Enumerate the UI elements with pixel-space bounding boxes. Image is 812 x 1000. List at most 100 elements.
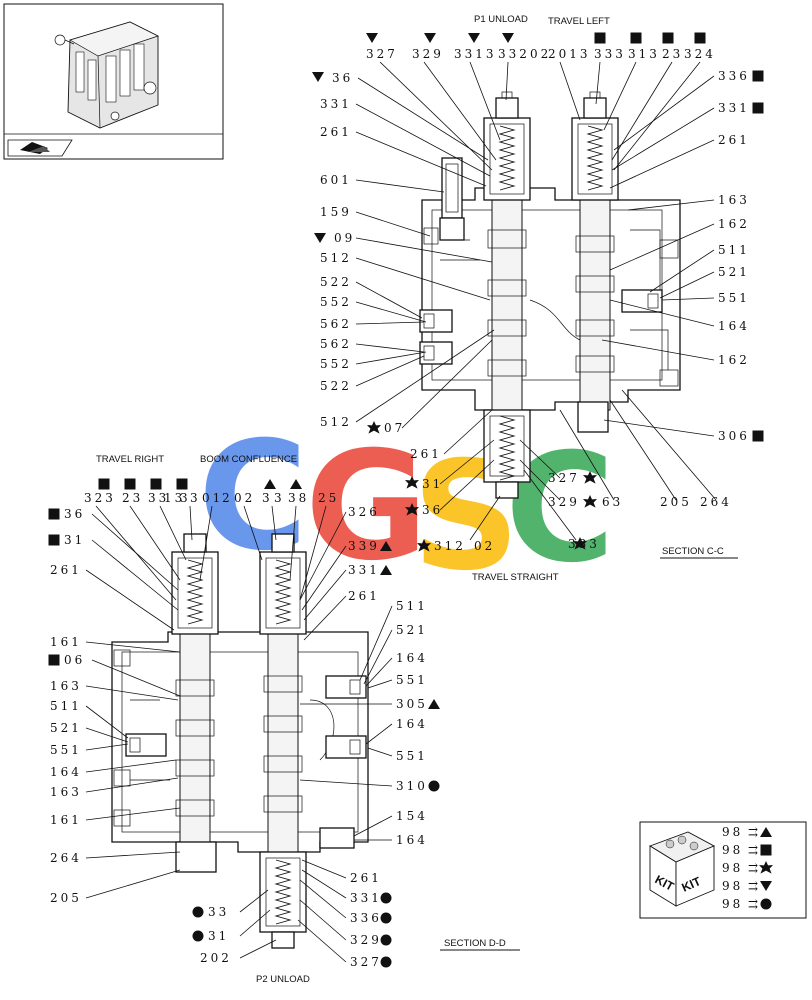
- dd-left-521: 521: [50, 721, 82, 735]
- dd-top-3b: 3: [190, 491, 201, 505]
- dd-right-551a: 551: [396, 673, 428, 687]
- caption-p1-unload: P1 UNLOAD: [474, 14, 528, 25]
- kit-row-2-code: 98: [722, 843, 743, 857]
- cc-top-2013: 2013: [548, 47, 591, 61]
- section-dd-title: SECTION D-D: [444, 938, 506, 949]
- section-cc-labels: P1 UNLOAD TRAVEL LEFT 327 329 3313 332 0…: [312, 14, 764, 583]
- cc-right-336: 336: [718, 69, 750, 83]
- dd-left-161a: 161: [50, 635, 82, 649]
- kit-row-5-code: 98: [722, 897, 743, 911]
- cc-top-02: 02: [530, 47, 551, 61]
- dd-top-23: 23: [122, 491, 143, 505]
- cc-right-162b: 162: [718, 353, 750, 367]
- cc-top-333: 333: [594, 47, 626, 61]
- cc-left-261: 261: [320, 125, 352, 139]
- dd-top-3c: 3: [262, 491, 273, 505]
- cc-bottom-264: 264: [700, 495, 732, 509]
- cc-bottom-312: 312: [434, 539, 466, 553]
- dd-right-164b: 164: [396, 717, 428, 731]
- dd-right-310: 310: [396, 779, 428, 793]
- kit-legend: KIT KIT 98 ⇉ 98 ⇉ 98 ⇉ 98 ⇉ 98 ⇉: [639, 821, 807, 919]
- cc-bottom-327: 327: [548, 471, 580, 485]
- cc-left-09: 09: [334, 231, 355, 245]
- cc-left-512a: 512: [320, 251, 352, 265]
- cc-right-306: 306: [718, 429, 750, 443]
- cc-top-332: 332: [498, 47, 530, 61]
- cc-top-327: 327: [366, 47, 398, 61]
- cc-bottom-205: 205: [660, 495, 692, 509]
- dd-left-31: 31: [64, 533, 85, 547]
- dd-right-202: 202: [200, 951, 232, 965]
- dd-top-13: 13: [164, 491, 185, 505]
- cc-right-162a: 162: [718, 217, 750, 231]
- dd-left-163a: 163: [50, 679, 82, 693]
- thumbnail-panel: [3, 3, 224, 160]
- caption-travel-right: TRAVEL RIGHT: [96, 454, 164, 465]
- caption-travel-straight: TRAVEL STRAIGHT: [472, 572, 559, 583]
- dd-right-154: 154: [396, 809, 428, 823]
- cc-bottom-36: 36: [422, 503, 443, 517]
- kit-row-2-arrow: ⇉: [748, 843, 761, 857]
- caption-boom-confluence: BOOM CONFLUENCE: [200, 454, 297, 465]
- cc-top-313: 313: [628, 47, 660, 61]
- cc-right-164: 164: [718, 319, 750, 333]
- dd-top-33: 33: [148, 491, 169, 505]
- dd-right-511: 511: [396, 599, 428, 613]
- cc-right-551: 551: [718, 291, 750, 305]
- dd-top-323: 323: [84, 491, 116, 505]
- cc-left-562b: 562: [320, 337, 352, 351]
- dd-top-01: 01: [202, 491, 223, 505]
- cc-left-331: 331: [320, 97, 352, 111]
- dd-left-36: 36: [64, 507, 85, 521]
- section-cc-title: SECTION C-C: [662, 546, 724, 557]
- kit-row-4-arrow: ⇉: [748, 879, 761, 893]
- dd-right-331b: 331: [350, 891, 382, 905]
- kit-row-2-square-icon: [760, 844, 772, 856]
- dd-left-163b: 163: [50, 785, 82, 799]
- dd-right-261b: 261: [350, 871, 382, 885]
- cc-left-159: 159: [320, 205, 352, 219]
- dd-right-331a: 331: [348, 563, 380, 577]
- dd-right-329: 329: [350, 933, 382, 947]
- cc-left-552a: 552: [320, 295, 352, 309]
- kit-row-3-arrow: ⇉: [748, 861, 761, 875]
- dd-left-06: 06: [64, 653, 85, 667]
- dd-right-326: 326: [348, 505, 380, 519]
- kit-row-1-code: 98: [722, 825, 743, 839]
- dd-right-164a: 164: [396, 651, 428, 665]
- dd-left-264: 264: [50, 851, 82, 865]
- cc-top-324: 324: [684, 47, 716, 61]
- dd-left-205: 205: [50, 891, 82, 905]
- kit-row-4-code: 98: [722, 879, 743, 893]
- dd-top-02: 02: [234, 491, 255, 505]
- section-cc-drawing: [419, 91, 681, 499]
- kit-box-icon: KIT KIT: [648, 831, 716, 907]
- cc-left-522b: 522: [320, 379, 352, 393]
- dd-left-161b: 161: [50, 813, 82, 827]
- dd-right-164c: 164: [396, 833, 428, 847]
- dd-right-521: 521: [396, 623, 428, 637]
- cc-left-601: 601: [320, 173, 352, 187]
- cc-right-163: 163: [718, 193, 750, 207]
- dd-top-38: 38: [288, 491, 309, 505]
- dd-right-327: 327: [350, 955, 382, 969]
- flip-page-icon[interactable]: [7, 139, 73, 157]
- kit-row-5-circle-icon: [760, 898, 772, 910]
- caption-p2-unload: P2 UNLOAD: [256, 974, 310, 985]
- cc-left-552b: 552: [320, 357, 352, 371]
- dd-left-261: 261: [50, 563, 82, 577]
- dd-top-25: 25: [318, 491, 339, 505]
- cc-left-07: 07: [384, 421, 405, 435]
- section-dd-drawing: [111, 533, 369, 949]
- dd-right-33: 33: [208, 905, 229, 919]
- dd-left-551: 551: [50, 743, 82, 757]
- cc-bottom-31: 31: [422, 477, 443, 491]
- valve-block-thumbnail: [54, 21, 159, 129]
- cc-left-562a: 562: [320, 317, 352, 331]
- dd-right-261a: 261: [348, 589, 380, 603]
- kit-row-3-code: 98: [722, 861, 743, 875]
- cc-right-521: 521: [718, 265, 750, 279]
- dd-left-164: 164: [50, 765, 82, 779]
- cc-bottom-02: 02: [474, 539, 495, 553]
